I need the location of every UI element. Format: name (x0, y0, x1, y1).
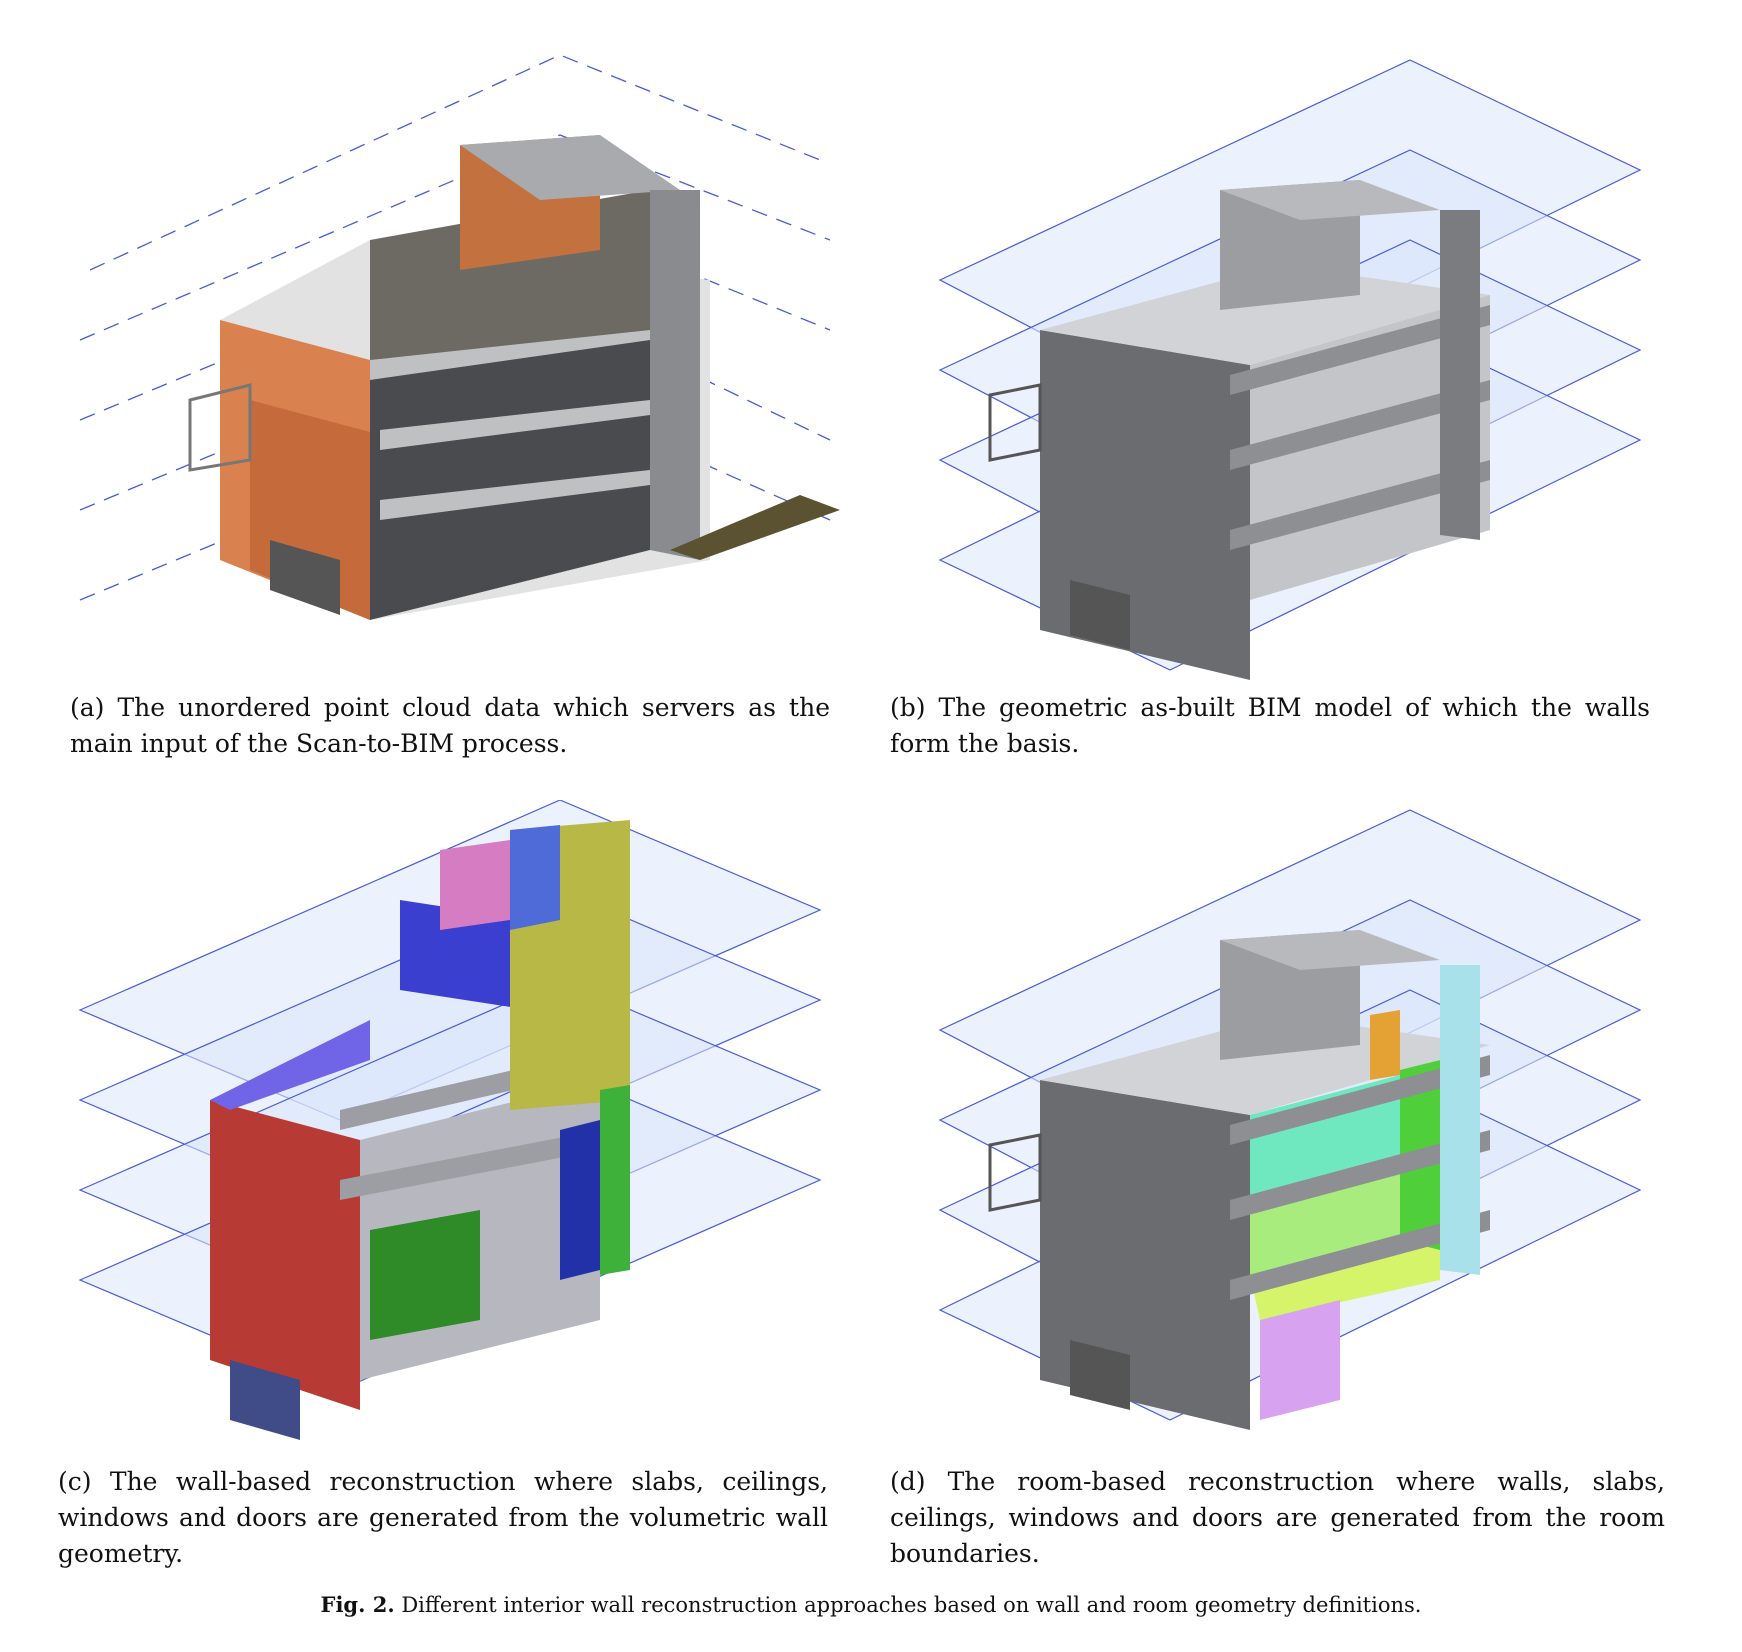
caption-d: (d) The room-based reconstruction where … (890, 1467, 1665, 1568)
caption-a: (a) The unordered point cloud data which… (70, 693, 830, 758)
panel-c (40, 800, 860, 1440)
figure-caption-text: Different interior wall reconstruction a… (401, 1593, 1422, 1617)
bim-model-illustration (938, 59, 1642, 680)
panel-d (880, 800, 1700, 1440)
caption-c: (c) The wall-based reconstruction where … (58, 1467, 828, 1568)
panel-a (40, 40, 860, 680)
caption-b: (b) The geometric as-built BIM model of … (890, 693, 1650, 758)
room-based-illustration (938, 809, 1642, 1430)
figure-caption: Fig. 2. Different interior wall reconstr… (0, 1592, 1742, 1617)
panel-b (880, 40, 1700, 680)
wall-based-illustration (78, 800, 822, 1440)
figure-label: Fig. 2. (320, 1592, 395, 1617)
point-cloud-illustration (79, 54, 840, 620)
